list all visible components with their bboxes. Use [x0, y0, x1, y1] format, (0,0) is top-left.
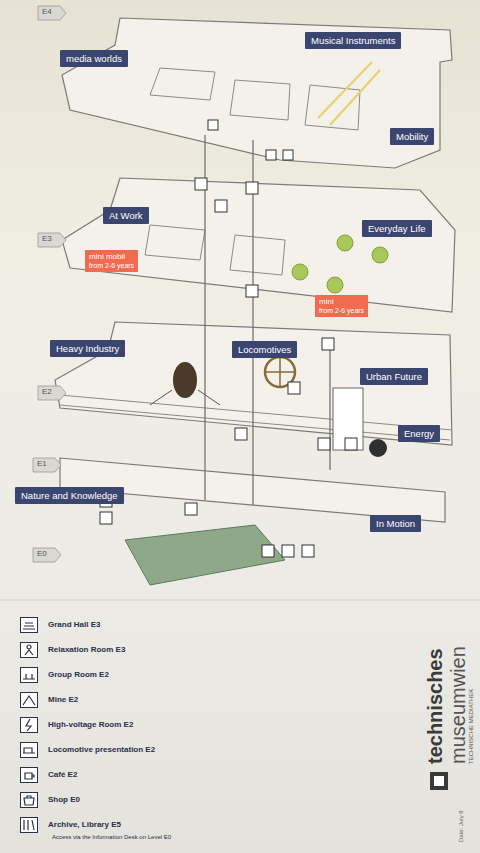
legend-icon [20, 617, 38, 633]
legend-row: Locomotive presentation E2 [20, 737, 155, 762]
energy-object [369, 439, 387, 457]
note-text: Date: July 8 [458, 810, 465, 842]
legend-icon [20, 817, 38, 833]
urban-future-tower [333, 388, 363, 450]
gallery-tag: In Motion [370, 515, 421, 532]
gallery-tag: Musical Instruments [305, 32, 401, 49]
gallery-tag: Heavy Industry [50, 340, 125, 357]
entrance-building [125, 525, 285, 585]
legend-text: Café E2 [48, 770, 77, 779]
node-text: Locomotives [238, 344, 291, 355]
logo-text: technisches [424, 648, 446, 764]
gallery-tag: Nature and Knowledge [15, 487, 124, 504]
gallery-tag: Locomotives [232, 341, 297, 358]
legend: Grand Hall E3 Relaxation Room E3 Group Roo… [20, 612, 155, 837]
legend-row: Group Room E2 [20, 662, 155, 687]
level-label: E4 [42, 8, 52, 17]
floor-e3 [62, 178, 455, 312]
gallery-tag: Mobility [390, 128, 434, 145]
note-text: Access via the Information Desk on Level… [52, 834, 171, 841]
logo-text: museumwien [447, 646, 469, 764]
node-text: from 2-6 years [89, 262, 134, 270]
node-text: Musical Instruments [311, 35, 395, 46]
legend-icon [20, 742, 38, 758]
globes [292, 235, 388, 293]
node-text: In Motion [376, 518, 415, 529]
exhibits [125, 235, 388, 585]
node-text: from 2-6 years [319, 307, 364, 315]
node-text: Urban Future [366, 371, 422, 382]
legend-icon [20, 692, 38, 708]
node-text: media worlds [66, 53, 122, 64]
legend-row: Shop E0 [20, 787, 155, 812]
level-markers [33, 6, 66, 562]
level-label: E0 [37, 550, 47, 559]
legend-text: Shop E0 [48, 795, 80, 804]
floor-e4 [62, 18, 452, 168]
gallery-tag: At Work [103, 207, 149, 224]
legend-row: Archive, Library E5 [20, 812, 155, 837]
level-label: E2 [42, 388, 52, 397]
gallery-tag: Everyday Life [362, 220, 432, 237]
level-label: E1 [37, 460, 47, 469]
logo-mark-inner [434, 776, 444, 786]
legend-icon [20, 792, 38, 808]
logo-mark [430, 772, 448, 790]
legend-row: High-voltage Room E2 [20, 712, 155, 737]
heavy-industry-object [173, 362, 197, 398]
legend-text: High-voltage Room E2 [48, 720, 133, 729]
plan-icons [100, 120, 357, 557]
legend-row: Relaxation Room E3 [20, 637, 155, 662]
kids-area-box: mini mobilfrom 2-6 years [85, 250, 138, 272]
node-text: At Work [109, 210, 143, 221]
legend-row: Mine E2 [20, 687, 155, 712]
legend-text: Group Room E2 [48, 670, 109, 679]
elevator-shafts [205, 135, 330, 505]
node-text: Mobility [396, 131, 428, 142]
legend-row: Grand Hall E3 [20, 612, 155, 637]
legend-icon [20, 717, 38, 733]
level-label: E3 [42, 235, 52, 244]
legend-text: Relaxation Room E3 [48, 645, 125, 654]
node-text: Heavy Industry [56, 343, 119, 354]
legend-row: Café E2 [20, 762, 155, 787]
legend-icon [20, 767, 38, 783]
legend-text: Mine E2 [48, 695, 78, 704]
ramp [318, 62, 380, 125]
gallery-tag: Energy [398, 425, 440, 442]
node-text: Energy [404, 428, 434, 439]
node-text: mini mobil [89, 252, 134, 262]
fold-line [0, 600, 480, 601]
legend-icon [20, 642, 38, 658]
courtyards [60, 68, 452, 440]
node-text: Everyday Life [368, 223, 426, 234]
node-text: mini [319, 297, 364, 307]
gallery-tag: Urban Future [360, 368, 428, 385]
gallery-tag: media worlds [60, 50, 128, 67]
kids-area-box: minifrom 2-6 years [315, 295, 368, 317]
node-text: Nature and Knowledge [21, 490, 118, 501]
floors [55, 18, 455, 522]
legend-text: Locomotive presentation E2 [48, 745, 155, 754]
logo-text: TECHNISCHE MEDIATHEK [468, 689, 475, 764]
legend-text: Archive, Library E5 [48, 820, 121, 829]
legend-icon [20, 667, 38, 683]
legend-text: Grand Hall E3 [48, 620, 100, 629]
